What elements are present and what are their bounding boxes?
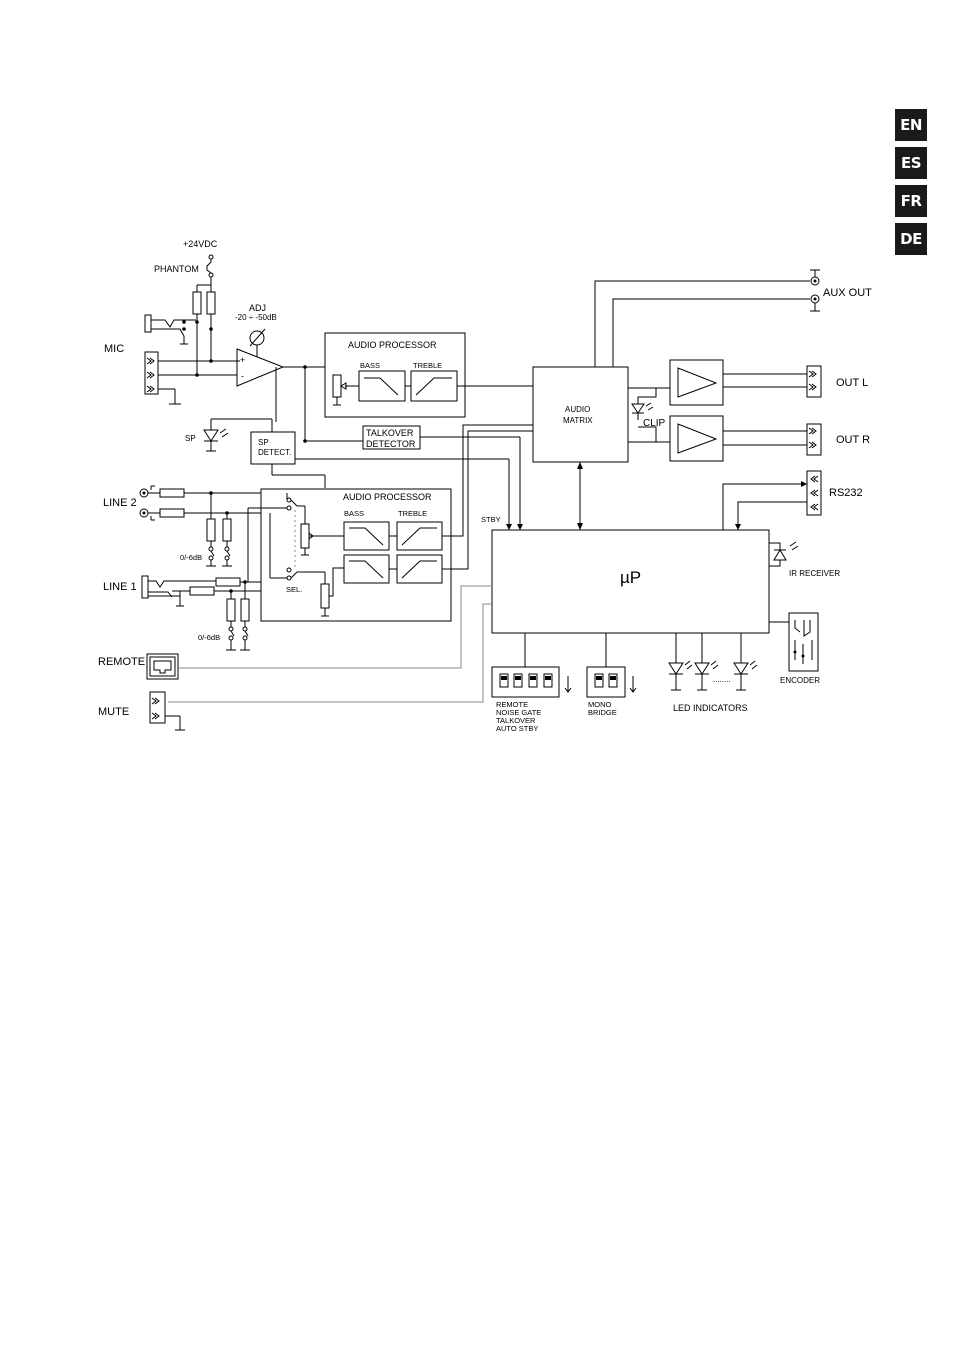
dip-switches-leds: REMOTE NOISE GATE TALKOVER AUTO STBY MON… xyxy=(491,633,758,733)
encoder-label: ENCODER xyxy=(780,676,820,685)
aux-out-label: AUX OUT xyxy=(823,287,872,299)
ap-bottom-treble: TREBLE xyxy=(398,509,427,518)
phantom-resistor-1 xyxy=(192,291,202,315)
sp-detect-box xyxy=(250,431,296,465)
ap-bottom-bass: BASS xyxy=(344,509,364,518)
ap-top-volume xyxy=(332,374,342,398)
ap-top-treble: TREBLE xyxy=(413,361,442,370)
mic-label: MIC xyxy=(104,343,124,355)
mute-label: MUTE xyxy=(98,706,129,718)
ap-bottom-treble-1 xyxy=(396,521,443,551)
audio-matrix: AUDIO MATRIX xyxy=(532,280,810,530)
out-r-label: OUT R xyxy=(836,434,870,446)
adj-label: ADJ xyxy=(249,303,266,313)
ap-top-bass: BASS xyxy=(360,361,380,370)
remote-mute: REMOTE MUTE xyxy=(98,653,185,731)
line2-label: LINE 2 xyxy=(103,497,137,509)
ap-top-treble-filter xyxy=(410,370,458,402)
line1-label: LINE 1 xyxy=(103,581,137,593)
sp-detect-label-2: DETECT. xyxy=(258,448,291,457)
led-indicator-1 xyxy=(668,662,684,675)
supply-label: +24VDC xyxy=(183,239,218,249)
sel-label: SEL. xyxy=(286,585,302,594)
led-indicator-2 xyxy=(694,662,710,675)
lang-tab-en[interactable]: EN xyxy=(895,109,927,141)
lang-tab-de[interactable]: DE xyxy=(895,223,927,255)
dip-talkover-label: TALKOVER xyxy=(496,716,536,725)
dip-noise-gate-label: NOISE GATE xyxy=(496,708,541,717)
dip-switch-group-2[interactable] xyxy=(586,666,626,698)
clip-label: CLIP xyxy=(643,418,666,429)
remote-label: REMOTE xyxy=(98,656,145,668)
led-indicator-n xyxy=(733,662,749,675)
ap-bottom-vol-2 xyxy=(320,583,330,609)
dip-remote-label: REMOTE xyxy=(496,700,528,709)
ap-bottom-bass-1 xyxy=(343,521,390,551)
matrix-label-2: MATRIX xyxy=(563,416,593,425)
rs232-label: RS232 xyxy=(829,487,863,499)
ap-bottom-vol-1 xyxy=(300,523,310,549)
ir-receiver-diode xyxy=(773,549,787,561)
ap-bottom-title: AUDIO PROCESSOR xyxy=(343,492,432,502)
out-l-connector xyxy=(806,365,822,398)
ap-bottom-treble-2 xyxy=(396,554,443,584)
phantom-label: PHANTOM xyxy=(154,264,199,274)
talkover-label-1: TALKOVER xyxy=(366,428,414,438)
preamp-minus: - xyxy=(241,371,244,381)
ap-bottom-bass-2 xyxy=(343,554,390,584)
sp-led xyxy=(203,429,219,442)
outputs: AUX OUT OUT L OUT R CLIP RS232 xyxy=(631,269,872,530)
out-l-label: OUT L xyxy=(836,377,868,389)
sp-led-label: SP xyxy=(185,434,196,443)
clip-led xyxy=(631,403,645,414)
dip-bridge-label: BRIDGE xyxy=(588,708,617,717)
stby-label: STBY xyxy=(481,515,501,524)
micro-label: µP xyxy=(620,568,641,587)
audio-processor-bottom: AUDIO PROCESSOR BASS TREBLE SEL. xyxy=(247,424,533,622)
mic-preamp xyxy=(236,348,285,387)
led-indicators-label: LED INDICATORS xyxy=(673,703,748,713)
adj-range: -20 ÷ -50dB xyxy=(235,313,277,322)
dip-mono-label: MONO xyxy=(588,700,611,709)
sp-detect-label-1: SP xyxy=(258,438,269,447)
talkover-label-2: DETECTOR xyxy=(366,439,416,449)
mic-input: MIC +24VDC PHANTOM + xyxy=(104,239,363,443)
lang-tab-fr[interactable]: FR xyxy=(895,185,927,217)
led-ellipsis: ........ xyxy=(713,675,731,684)
ir-receiver-label: IR RECEIVER xyxy=(789,569,840,578)
matrix-label-1: AUDIO xyxy=(565,405,590,414)
dip-auto-stby-label: AUTO STBY xyxy=(496,724,538,733)
sp-section: SP SP DETECT. TALKOVER DETECTOR xyxy=(185,418,523,530)
lang-tab-es[interactable]: ES xyxy=(895,147,927,179)
ap-top-title: AUDIO PROCESSOR xyxy=(348,340,437,350)
line-inputs: LINE 2 0/-6dB LINE 1 xyxy=(103,485,287,651)
line1-jack xyxy=(141,575,149,599)
line1-pad-label: 0/-6dB xyxy=(198,633,220,642)
mic-jack xyxy=(144,314,152,333)
line2-pad-label: 0/-6dB xyxy=(180,553,202,562)
phantom-resistor-2 xyxy=(206,291,216,315)
ap-top-bass-filter xyxy=(358,370,406,402)
preamp-plus: + xyxy=(240,355,245,365)
microprocessor: µP STBY IR RECEIVER ENCODER xyxy=(168,515,840,703)
remote-rj45 xyxy=(146,653,179,680)
audio-processor-top: AUDIO PROCESSOR BASS TREBLE xyxy=(324,332,533,418)
language-tabs: EN ES FR DE xyxy=(895,109,927,261)
